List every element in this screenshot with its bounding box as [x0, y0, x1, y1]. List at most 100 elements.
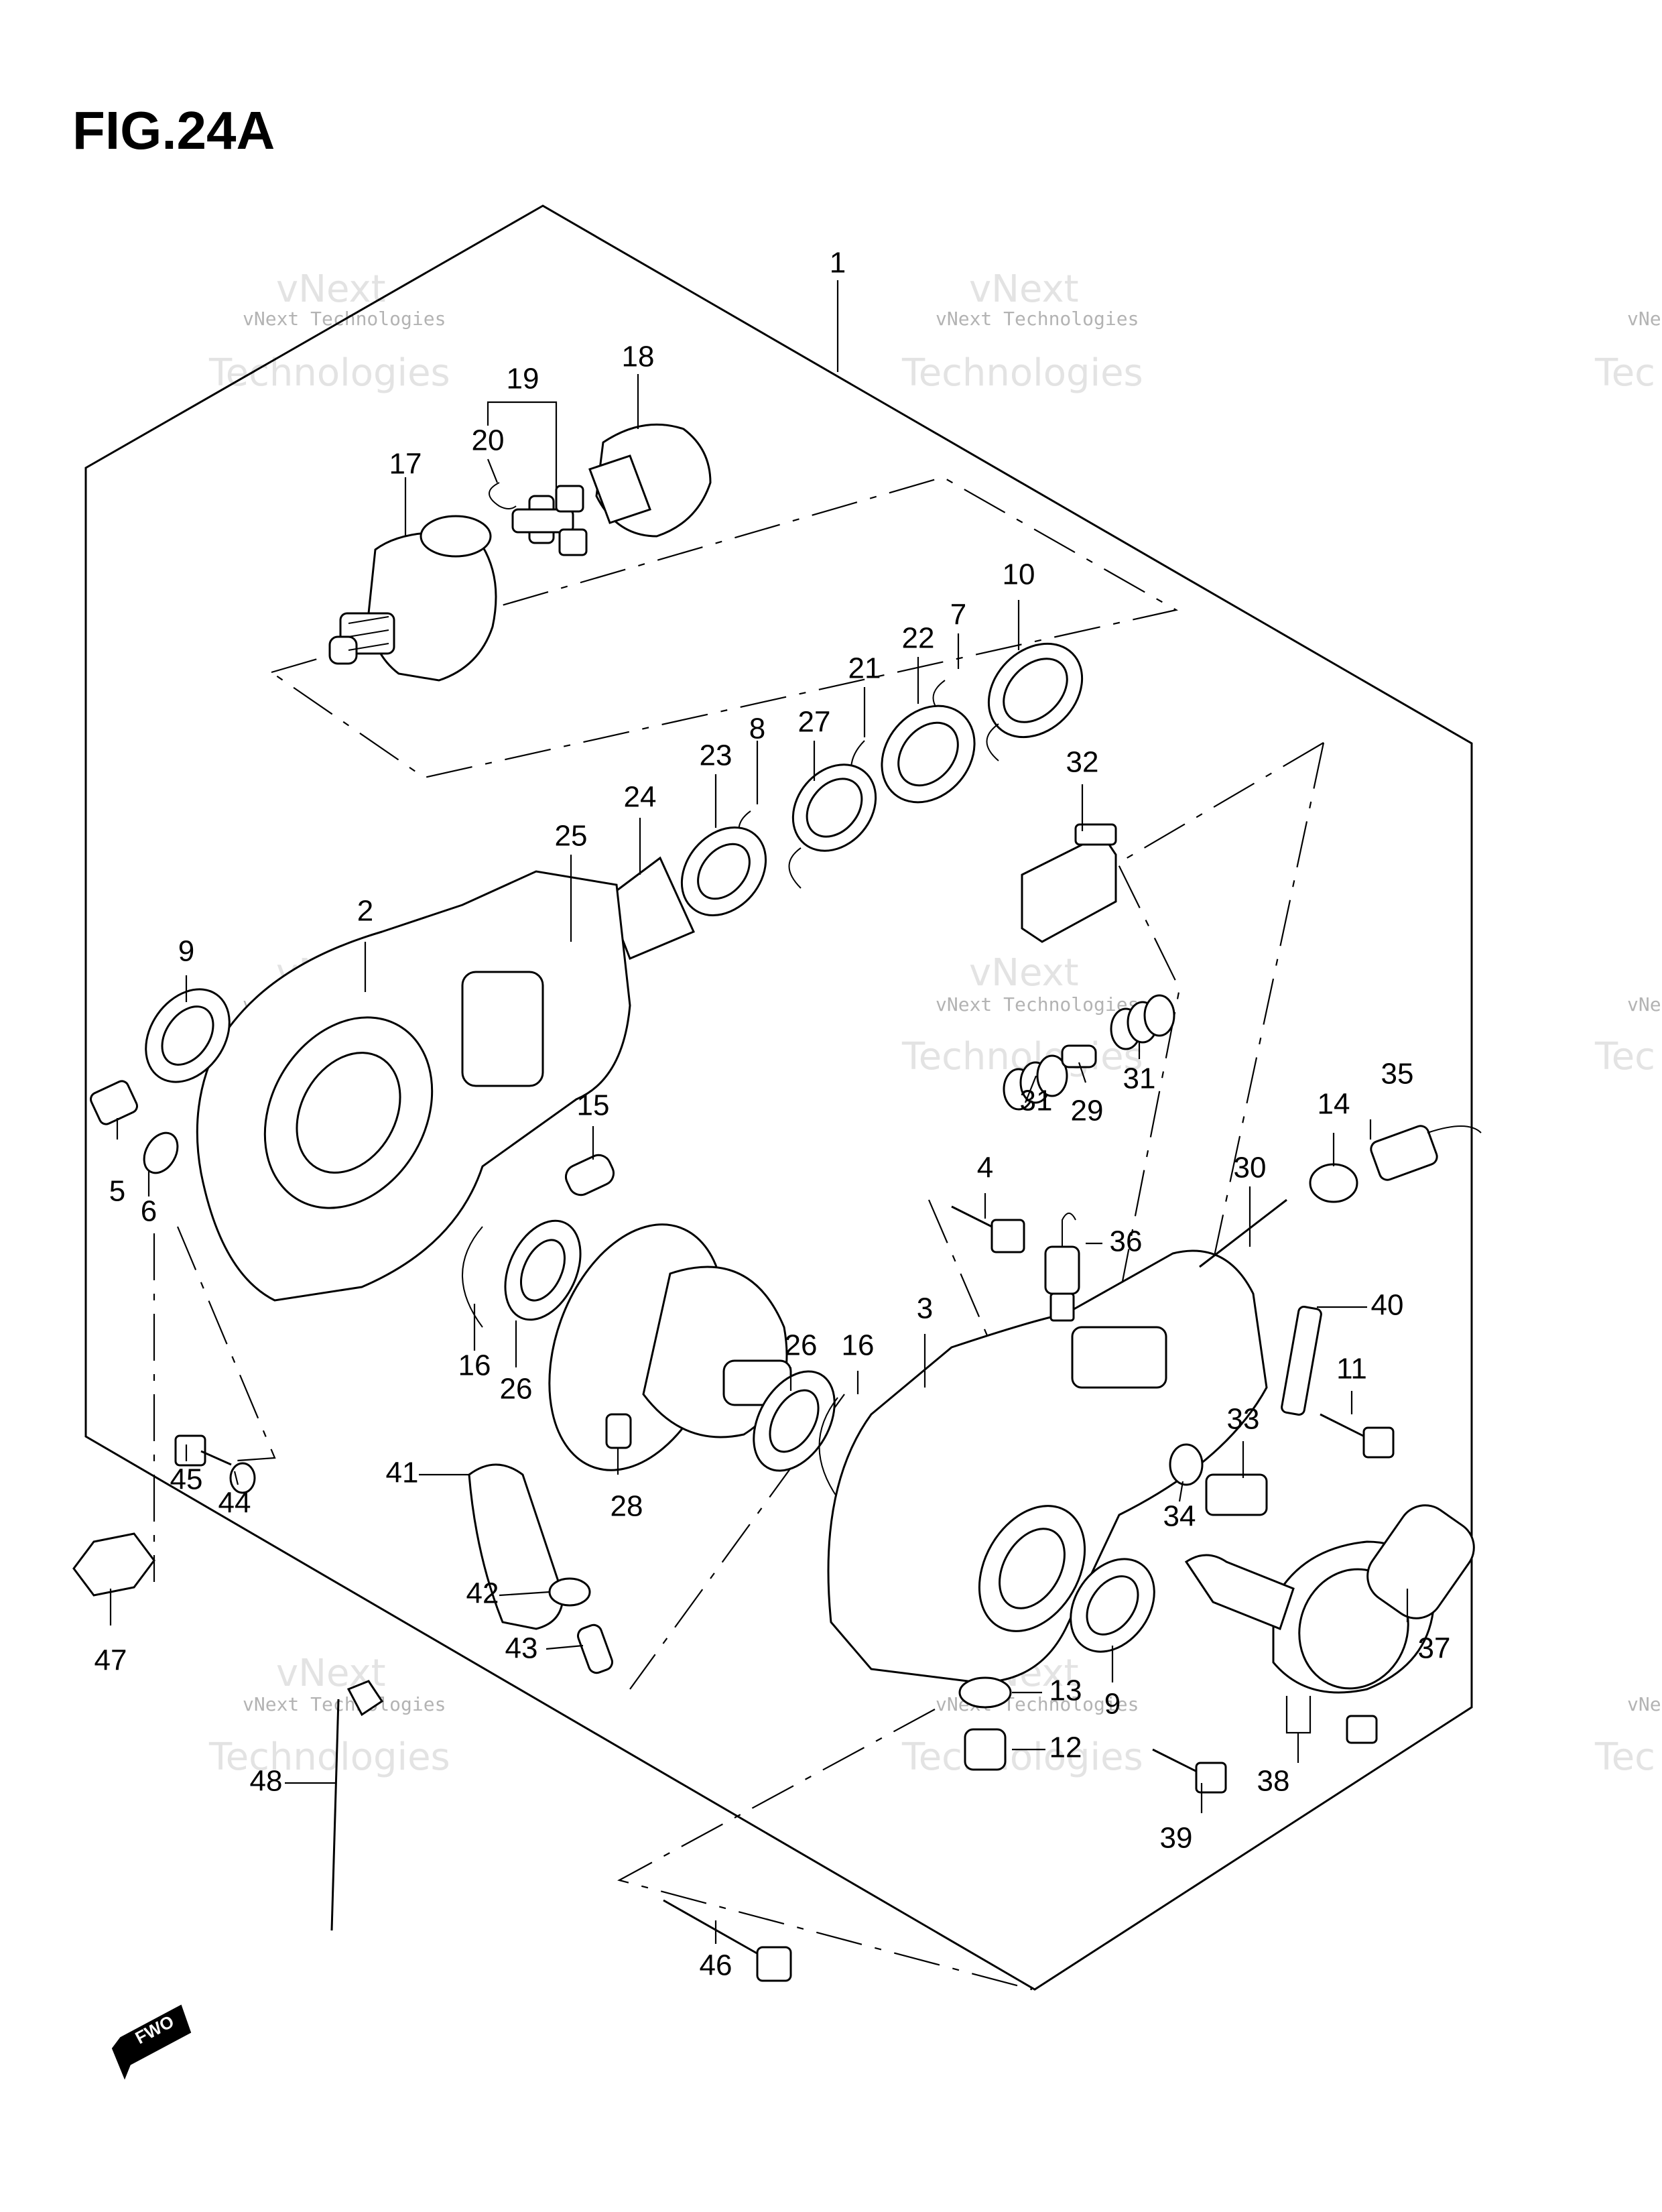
- callout-44: 44: [218, 1487, 251, 1520]
- boot-41: [468, 1463, 564, 1630]
- watermark-top-center: vNext Technologies vNext Technologies: [901, 267, 1143, 395]
- bolt-11: [1320, 1413, 1395, 1459]
- callout-23: 23: [700, 739, 732, 772]
- callout-48: 48: [250, 1765, 283, 1798]
- svg-text:Technologies: Technologies: [208, 1735, 450, 1779]
- callout-1: 1: [830, 247, 846, 280]
- bolt-28: [605, 1413, 632, 1449]
- callout-34: 34: [1163, 1500, 1196, 1533]
- callout-31-upper: 31: [1123, 1062, 1156, 1095]
- watermark-bottom-left: vNext Technologies vNext Technologies: [208, 1652, 450, 1779]
- cable-tie-48: [330, 1680, 384, 1931]
- shift-fork-32: [1021, 823, 1117, 943]
- watermark-bottom-right-edge: vNe Tec: [1594, 1693, 1661, 1779]
- callout-22: 22: [902, 622, 935, 655]
- bolt-33: [1205, 1473, 1268, 1516]
- bolt-38: [1346, 1715, 1378, 1744]
- bolt-4: [951, 1205, 1025, 1253]
- callout-labels: 1 2 3 4 5 6 7 8 9 9 10 11 12 13 14 15 16…: [94, 247, 1451, 1982]
- svg-text:vNext: vNext: [969, 951, 1079, 995]
- switch-36: [1044, 1213, 1080, 1322]
- svg-text:Tec: Tec: [1594, 351, 1655, 395]
- yoke-flange-18: [588, 423, 712, 538]
- callout-26-left: 26: [500, 1373, 533, 1406]
- pinion-flange-17: [328, 515, 497, 682]
- gasket-6: [143, 1131, 179, 1174]
- svg-text:Tec: Tec: [1594, 1035, 1655, 1079]
- svg-text:vNe: vNe: [1627, 308, 1661, 330]
- left-housing-2: [196, 870, 631, 1302]
- bolt-46: [663, 1899, 792, 1982]
- callout-10: 10: [1003, 558, 1035, 591]
- callout-37: 37: [1418, 1632, 1451, 1665]
- svg-text:vNext Technologies: vNext Technologies: [936, 993, 1139, 1016]
- watermark-mid-right-edge: vNe Tec: [1594, 993, 1661, 1079]
- callout-45: 45: [170, 1463, 203, 1496]
- callout-4: 4: [977, 1152, 993, 1184]
- callout-41: 41: [386, 1457, 419, 1489]
- callout-42: 42: [466, 1577, 499, 1610]
- callout-29: 29: [1071, 1095, 1104, 1127]
- svg-text:vNext Technologies: vNext Technologies: [936, 308, 1139, 330]
- callout-13: 13: [1049, 1674, 1082, 1707]
- o-ring-34: [1169, 1443, 1204, 1486]
- callout-36: 36: [1110, 1225, 1143, 1258]
- actuator-motor-37: [1184, 1504, 1475, 1694]
- fwd-arrow-icon: FWO: [111, 2004, 192, 2080]
- callout-19: 19: [507, 363, 539, 395]
- callout-32: 32: [1066, 746, 1099, 779]
- oil-seal-9-right: [1070, 1558, 1155, 1653]
- callout-21: 21: [848, 652, 881, 685]
- watermark-top-left: vNext Technologies vNext Technologies: [208, 267, 450, 395]
- sensor-35: [1370, 1125, 1482, 1181]
- svg-text:vNext Technologies: vNext Technologies: [243, 1693, 446, 1715]
- figure-title: FIG.24A: [72, 101, 275, 160]
- right-housing-3: [827, 1249, 1268, 1684]
- svg-text:vNe: vNe: [1627, 993, 1661, 1016]
- svg-text:vNext: vNext: [969, 267, 1079, 311]
- leader-lines: [109, 280, 1409, 1944]
- svg-text:Technologies: Technologies: [208, 351, 450, 395]
- callout-5: 5: [109, 1175, 125, 1208]
- pin-29: [1061, 1044, 1097, 1068]
- bearing-23: [680, 826, 767, 917]
- callout-47: 47: [94, 1644, 127, 1677]
- callout-8: 8: [749, 713, 765, 745]
- callout-11: 11: [1336, 1353, 1367, 1386]
- clamp-42: [548, 1577, 591, 1607]
- callout-25: 25: [555, 820, 588, 853]
- bolt-39: [1152, 1748, 1227, 1794]
- seal-ring-10: [987, 642, 1084, 739]
- callout-18: 18: [622, 341, 655, 373]
- circlip-20: [489, 482, 517, 509]
- bearing-26-left: [504, 1219, 582, 1321]
- washer-44: [229, 1462, 256, 1494]
- watermark-top-right-edge: vNe Tec: [1594, 308, 1661, 395]
- sensor-subassembly-frame: [1114, 742, 1324, 1320]
- drain-plug-5: [90, 1080, 138, 1125]
- bearing-race-27: [791, 763, 877, 852]
- watermark-mid-center: vNext Technologies vNext Technologies: [901, 951, 1143, 1079]
- callout-12: 12: [1049, 1731, 1082, 1764]
- dowel-pin-15: [564, 1154, 615, 1196]
- actuator-rod-30: [1199, 1199, 1287, 1268]
- svg-text:Technologies: Technologies: [901, 1735, 1143, 1779]
- callout-16-left: 16: [458, 1349, 491, 1382]
- callout-20: 20: [472, 424, 505, 457]
- callout-16-right: 16: [842, 1329, 875, 1362]
- callout-7: 7: [950, 599, 966, 631]
- spring-31-upper: [1110, 994, 1175, 1050]
- callout-14: 14: [1318, 1088, 1350, 1121]
- differential-case-assembly: [548, 1223, 792, 1471]
- callout-40: 40: [1371, 1289, 1404, 1322]
- assembly-frame: [84, 204, 1473, 1991]
- bearing-26-right: [753, 1370, 836, 1472]
- gasket-13: [958, 1676, 1012, 1709]
- callout-43: 43: [505, 1632, 538, 1665]
- callout-38: 38: [1257, 1765, 1290, 1798]
- pinion-subassembly-frame: [269, 476, 1179, 779]
- callout-3: 3: [917, 1292, 933, 1325]
- bearing-22: [881, 704, 976, 804]
- callout-26-right: 26: [785, 1329, 818, 1362]
